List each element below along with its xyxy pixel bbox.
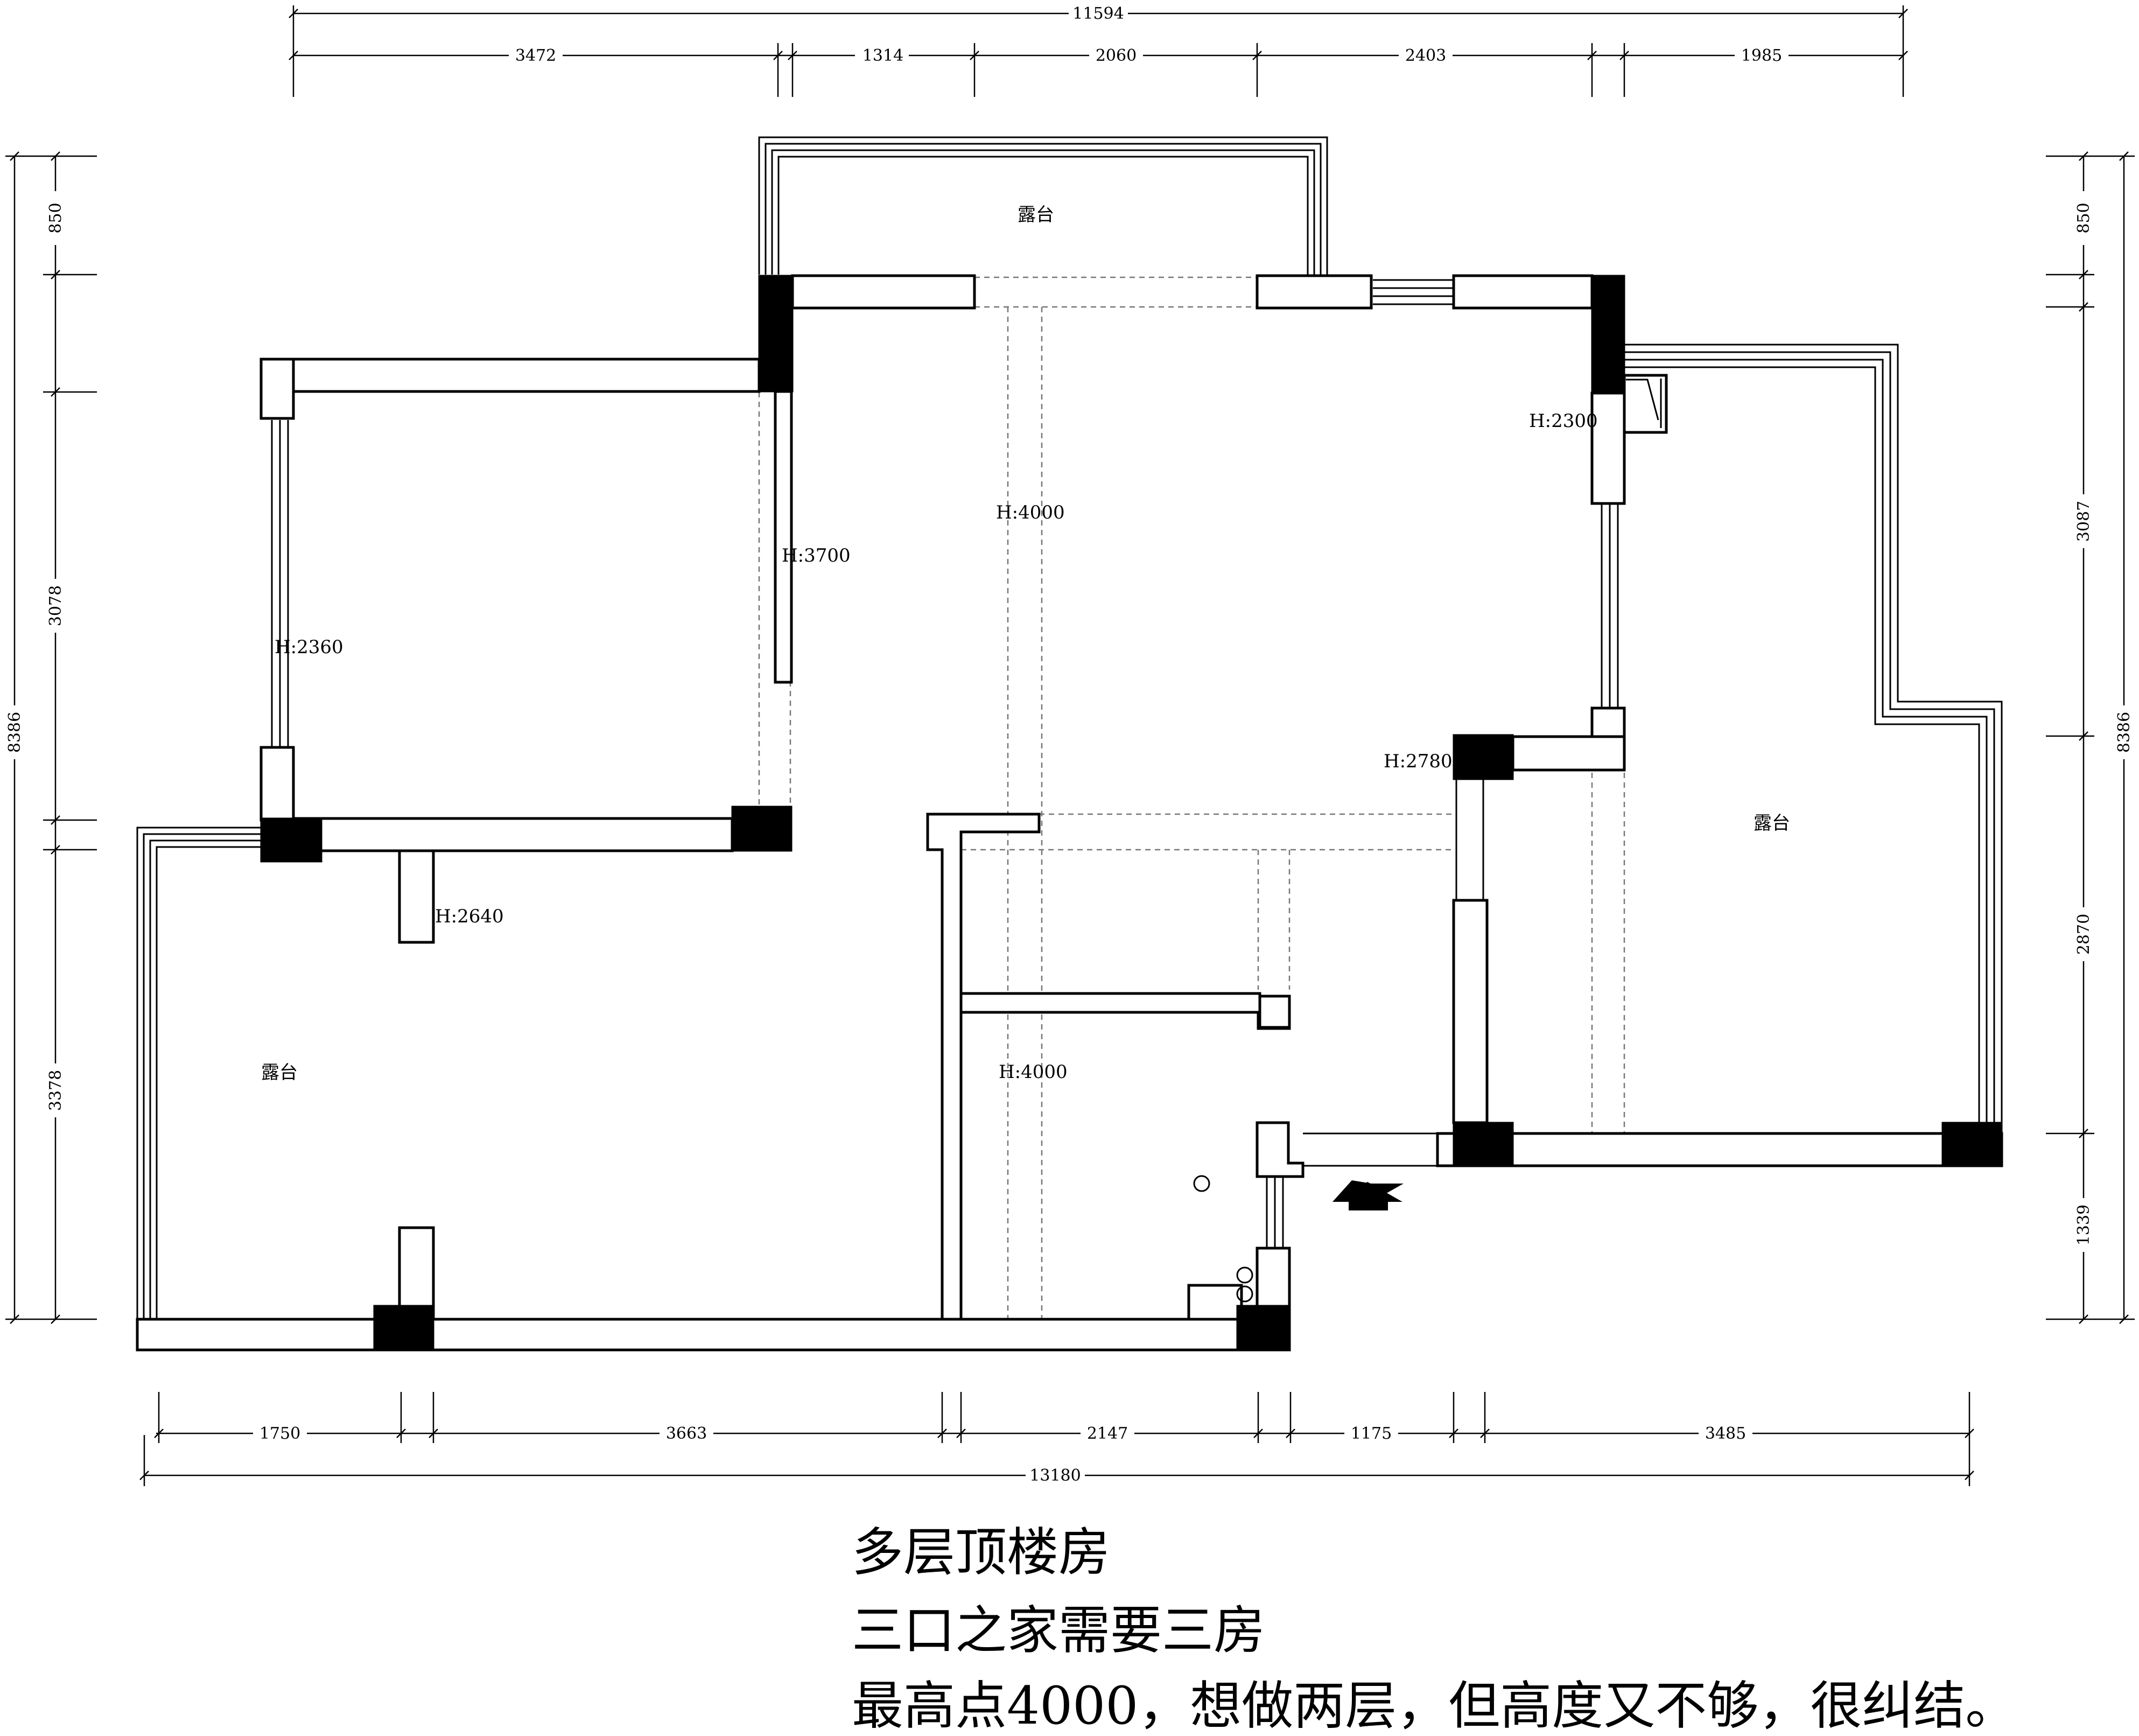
note-line-3: 最高点4000，想做两层，但高度又不够，很纠结。	[852, 1676, 2017, 1736]
dim-right-1: 850	[2074, 202, 2093, 233]
columns	[260, 275, 2003, 1351]
dim-top-4: 2403	[1405, 46, 1446, 65]
top-terrace-railing	[758, 136, 1328, 307]
dimension-labels: 11594 3472 1314 2060 2403 1985 13180 175…	[5, 4, 2134, 1485]
dim-left-3: 3378	[46, 1070, 65, 1111]
pipe-icon-1	[1236, 1266, 1253, 1284]
pipe-icon-2	[1236, 1285, 1253, 1303]
dim-top-total: 11594	[1072, 4, 1124, 23]
dim-left-total: 8386	[5, 712, 24, 753]
drain-icon	[1193, 1175, 1210, 1192]
right-terrace-railing	[1624, 344, 2003, 1125]
dim-bottom-total: 13180	[1029, 1466, 1081, 1485]
label-height-4000-upper: H:4000	[996, 502, 1065, 523]
dim-top-1: 3472	[515, 46, 556, 65]
dim-top-5: 1985	[1741, 46, 1782, 65]
entrance-arrow-head	[1334, 1182, 1402, 1210]
dim-bottom-2: 3663	[666, 1424, 707, 1443]
dim-right-4: 1339	[2074, 1205, 2093, 1245]
fixtures	[1193, 379, 1662, 1303]
label-height-2300: H:2300	[1529, 410, 1598, 432]
walls	[136, 274, 2003, 1352]
label-height-4000-lower: H:4000	[999, 1061, 1068, 1083]
dim-bottom-5: 3485	[1705, 1424, 1746, 1443]
dimension-ticks	[10, 9, 2129, 1480]
label-height-2360: H:2360	[275, 636, 343, 658]
dim-right-3: 2870	[2074, 914, 2093, 955]
dim-bottom-4: 1175	[1351, 1424, 1392, 1443]
label-terrace-top: 露台	[1018, 204, 1054, 226]
room-labels: 露台 露台 露台 H:4000 H:4000 H:3700 H:2360 H:2…	[261, 204, 1790, 1083]
dim-top-2: 1314	[862, 46, 903, 65]
label-terrace-right: 露台	[1754, 813, 1790, 834]
dim-right-total: 8386	[2115, 712, 2134, 753]
dim-right-2: 3087	[2074, 501, 2093, 542]
note-line-2: 三口之家需要三房	[852, 1600, 1265, 1661]
dim-left-2: 3078	[46, 585, 65, 626]
label-height-3700: H:3700	[782, 545, 851, 566]
dim-bottom-1: 1750	[260, 1424, 300, 1443]
left-terrace-railing	[136, 827, 261, 1319]
dimension-lines	[5, 5, 2135, 1486]
dim-left-1: 850	[46, 202, 65, 233]
dim-bottom-3: 2147	[1087, 1424, 1128, 1443]
dim-top-3: 2060	[1096, 46, 1137, 65]
label-height-2640: H:2640	[435, 906, 504, 927]
windows	[271, 279, 1619, 1248]
label-terrace-left: 露台	[261, 1062, 298, 1083]
label-height-2780: H:2780	[1384, 751, 1453, 772]
note-line-1: 多层顶楼房	[852, 1522, 1110, 1583]
